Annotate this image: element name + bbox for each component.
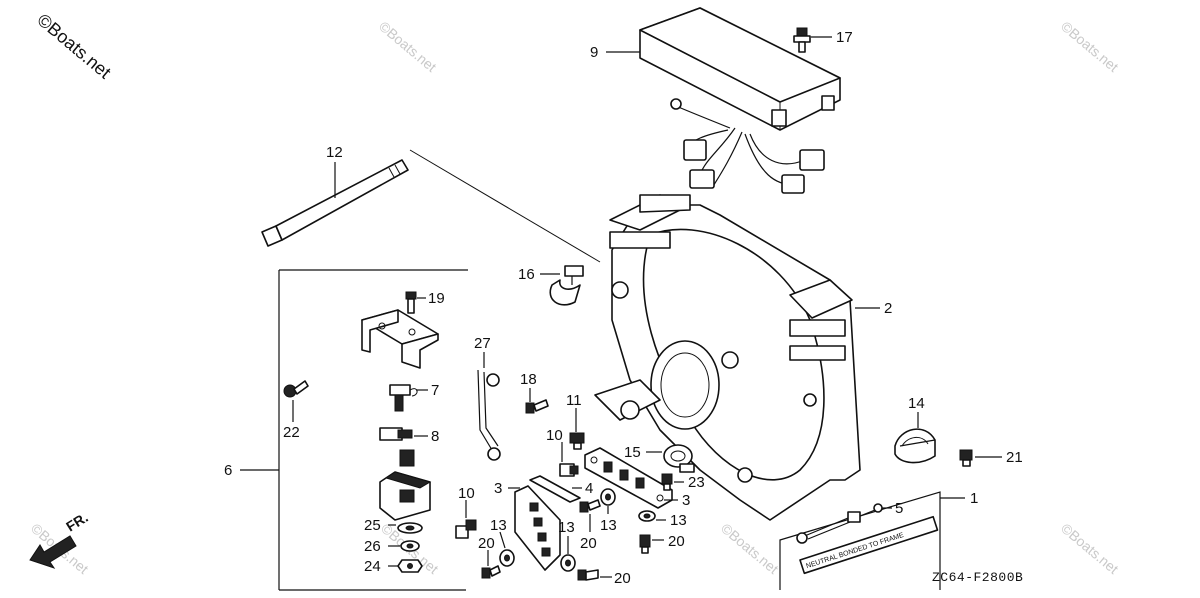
- callout-11: 11: [566, 392, 582, 409]
- ground-strap-27[interactable]: [477, 369, 501, 461]
- callout-9: 9: [590, 44, 598, 61]
- long-bolt-12[interactable]: [261, 159, 409, 247]
- rear-housing[interactable]: [594, 194, 861, 521]
- callout-15: 15: [624, 444, 641, 461]
- callout-27: 27: [474, 335, 491, 352]
- callout-5: 5: [895, 500, 903, 517]
- screw-20c[interactable]: [639, 534, 651, 554]
- brush-8[interactable]: [379, 427, 415, 467]
- callout-14: 14: [908, 395, 925, 412]
- screw-20a[interactable]: [481, 565, 501, 579]
- callout-1: 1: [970, 490, 978, 507]
- washer-13b[interactable]: [560, 554, 576, 572]
- direction-label: FR.: [63, 509, 91, 535]
- screw-20d[interactable]: [577, 569, 599, 581]
- brush-holder[interactable]: [379, 471, 432, 521]
- callout-13d: 13: [670, 512, 687, 529]
- callout-8: 8: [431, 428, 439, 445]
- clamp-16[interactable]: [549, 265, 584, 306]
- callout-3b: 3: [682, 492, 690, 509]
- callout-17: 17: [836, 29, 853, 46]
- watermark-faint: ©Boats.net: [718, 520, 782, 577]
- insulator-plate-4[interactable]: [529, 475, 581, 503]
- washer-13a[interactable]: [499, 549, 515, 567]
- watermark-faint: ©Boats.net: [1058, 520, 1122, 577]
- cable-clamp-15[interactable]: [663, 444, 695, 473]
- callout-6: 6: [224, 462, 232, 479]
- brush-bracket[interactable]: [361, 309, 439, 369]
- callout-4: 4: [585, 480, 593, 497]
- callout-20b: 20: [580, 535, 597, 552]
- frame-label-text: NEUTRAL BONDED TO FRAME: [805, 532, 905, 570]
- screw-10-lower[interactable]: [455, 519, 477, 539]
- callout-2: 2: [884, 300, 892, 317]
- callout-20a: 20: [478, 535, 495, 552]
- callout-12: 12: [326, 144, 343, 161]
- watermark-faint: ©Boats.net: [1058, 18, 1122, 75]
- callout-3a: 3: [494, 480, 502, 497]
- callout-10a: 10: [546, 427, 563, 444]
- neutral-bonded-label: NEUTRAL BONDED TO FRAME: [799, 515, 939, 575]
- bolt-22[interactable]: [283, 380, 309, 398]
- brush-7[interactable]: [389, 384, 418, 412]
- brush-holder-assembly-box: [278, 269, 468, 591]
- callout-25: 25: [364, 517, 381, 534]
- screw-18[interactable]: [525, 399, 549, 414]
- callout-13c: 13: [600, 517, 617, 534]
- screw-23[interactable]: [661, 473, 673, 491]
- screw-10-upper[interactable]: [559, 463, 579, 477]
- screw-11[interactable]: [569, 432, 585, 450]
- callout-24: 24: [364, 558, 381, 575]
- screw-20b[interactable]: [579, 499, 601, 513]
- callout-22: 22: [283, 424, 300, 441]
- clamp-band-14[interactable]: [894, 428, 936, 464]
- screw-21[interactable]: [959, 449, 973, 467]
- screw-19[interactable]: [405, 291, 417, 314]
- washer-25[interactable]: [397, 522, 423, 534]
- callout-20d: 20: [614, 570, 631, 587]
- callout-13b: 13: [558, 519, 575, 536]
- washer-13c[interactable]: [600, 488, 616, 506]
- terminal-block-3-left[interactable]: [514, 485, 561, 571]
- callout-7: 7: [431, 382, 439, 399]
- diagram-code: ZC64-F2800B: [932, 570, 1023, 585]
- callout-20c: 20: [668, 533, 685, 550]
- washer-26[interactable]: [400, 540, 420, 552]
- watermark-main: ©Boats.net: [33, 10, 114, 83]
- washer-13d[interactable]: [638, 510, 656, 522]
- inverter-unit[interactable]: [639, 7, 841, 194]
- nut-24[interactable]: [397, 559, 423, 573]
- watermark-faint: ©Boats.net: [376, 18, 440, 75]
- callout-10b: 10: [458, 485, 475, 502]
- bolt-17[interactable]: [793, 27, 811, 53]
- callout-19: 19: [428, 290, 445, 307]
- callout-16: 16: [518, 266, 535, 283]
- callout-21: 21: [1006, 449, 1023, 466]
- callout-26: 26: [364, 538, 381, 555]
- callout-18: 18: [520, 371, 537, 388]
- callout-13a: 13: [490, 517, 507, 534]
- callout-23: 23: [688, 474, 705, 491]
